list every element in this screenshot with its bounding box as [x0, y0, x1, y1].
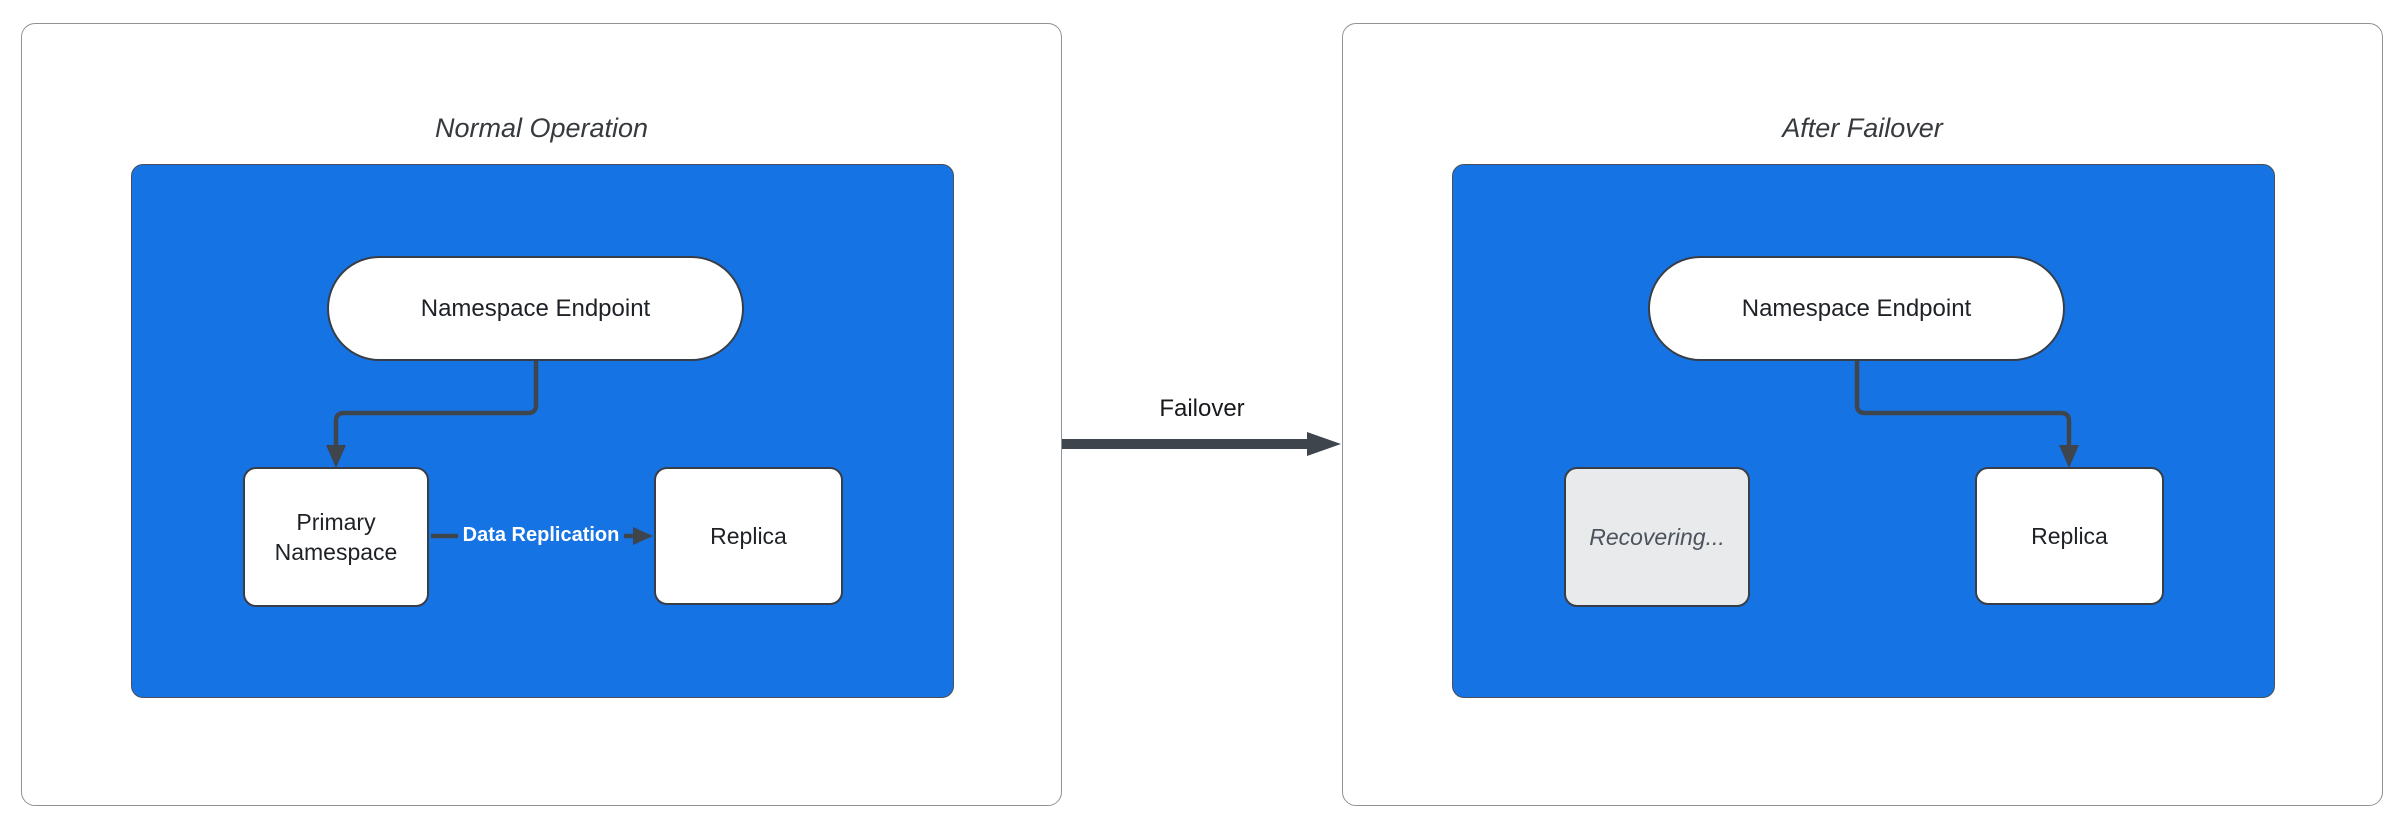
node-recovering: Recovering...	[1564, 467, 1750, 607]
node-replica: Replica	[1975, 467, 2164, 605]
node-primary-namespace: Primary Namespace	[243, 467, 429, 607]
panel-after-failover: After Failover Namespace Endpoint Recove…	[1342, 23, 2383, 806]
node-label: Primary Namespace	[274, 509, 398, 565]
cluster-blue-container	[1452, 164, 2275, 698]
panel-title: After Failover	[1782, 113, 1943, 143]
panel-normal-operation: Normal Operation Namespace Endpoint Prim…	[21, 23, 1062, 806]
node-label: Recovering...	[1589, 524, 1725, 550]
node-label: Namespace Endpoint	[1741, 294, 1972, 322]
failover-label: Failover	[1159, 395, 1245, 422]
node-label: Replica	[2031, 523, 2108, 549]
panel-title: Normal Operation	[434, 113, 649, 143]
node-label: Namespace Endpoint	[420, 294, 651, 322]
node-namespace-endpoint: Namespace Endpoint	[327, 256, 744, 361]
node-replica: Replica	[654, 467, 843, 605]
node-label: Replica	[710, 523, 787, 549]
node-namespace-endpoint: Namespace Endpoint	[1648, 256, 2065, 361]
failover-arrow	[1062, 432, 1341, 456]
cluster-blue-container	[131, 164, 954, 698]
